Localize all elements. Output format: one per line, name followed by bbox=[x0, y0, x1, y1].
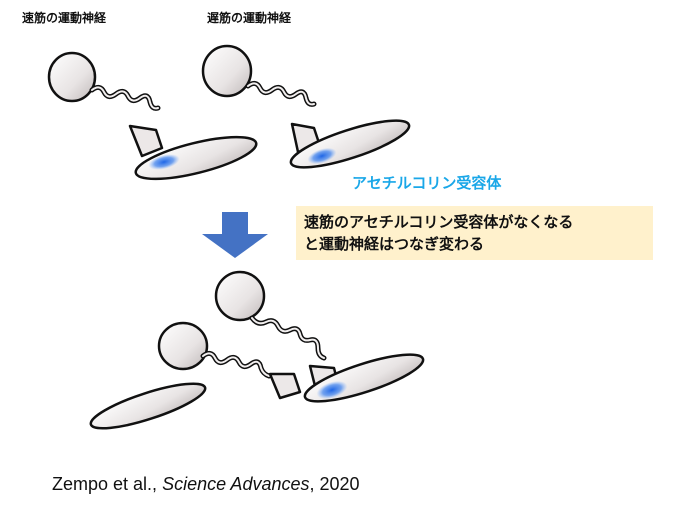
receptor-spot-slow bbox=[307, 147, 337, 165]
fast-motor-nerve-label: 速筋の運動神経 bbox=[22, 11, 107, 25]
slow-neuron-soma-bottom bbox=[214, 270, 266, 322]
slow-motor-nerve-label: 遅筋の運動神経 bbox=[207, 11, 292, 25]
slow-muscle-fiber-bottom bbox=[303, 353, 425, 403]
citation-year: , 2020 bbox=[309, 474, 360, 494]
fast-neuron-terminal bbox=[128, 124, 164, 158]
fast-neuron-terminal-bottom bbox=[268, 372, 302, 400]
slow-neuron-bottom bbox=[214, 270, 340, 392]
fast-neuron-top bbox=[47, 51, 164, 158]
fast-neuron-axon-inner bbox=[91, 86, 159, 110]
fast-neuron-soma-bottom bbox=[157, 321, 209, 371]
citation: Zempo et al., Science Advances, 2020 bbox=[52, 474, 360, 495]
fast-neuron-bottom bbox=[157, 321, 302, 400]
slow-neuron-soma bbox=[201, 44, 253, 98]
slow-neuron-axon-bottom-inner bbox=[251, 317, 325, 359]
receptor-spot-bottom bbox=[316, 380, 348, 400]
slow-neuron-axon-inner bbox=[247, 82, 315, 106]
callout-line-1: 速筋のアセチルコリン受容体がなくなる bbox=[304, 213, 574, 231]
slow-neuron-top bbox=[201, 44, 322, 154]
receptor-spot-fast bbox=[148, 154, 180, 170]
down-arrow bbox=[202, 212, 268, 258]
slow-muscle-fiber-top bbox=[289, 119, 411, 169]
callout-line-2: と運動神経はつなぎ変わる bbox=[304, 235, 485, 253]
citation-journal: Science Advances bbox=[162, 474, 310, 494]
fast-muscle-fiber-top bbox=[134, 135, 258, 181]
receptor-label: アセチルコリン受容体 bbox=[352, 174, 502, 192]
callout-box: 速筋のアセチルコリン受容体がなくなる と運動神経はつなぎ変わる bbox=[296, 206, 653, 260]
fast-neuron-soma bbox=[47, 51, 97, 103]
fast-neuron-axon-bottom-inner bbox=[202, 352, 270, 377]
fast-muscle-fiber-bottom bbox=[89, 382, 207, 430]
citation-authors: Zempo et al., bbox=[52, 474, 163, 494]
